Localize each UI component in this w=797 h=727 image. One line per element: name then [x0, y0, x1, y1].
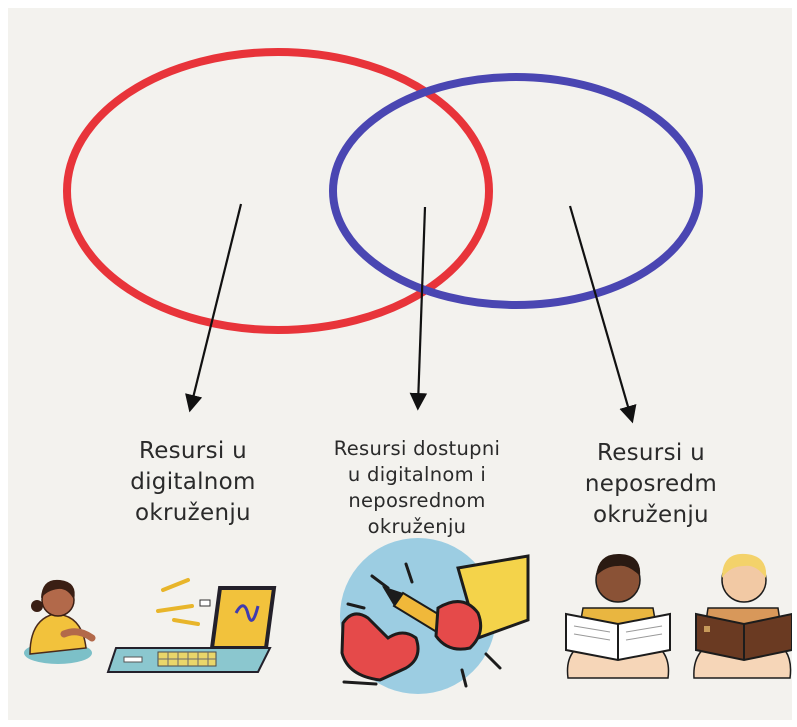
digital-environment-circle [63, 48, 493, 334]
label-digital-line-2: digitalnom [130, 469, 256, 495]
label-direct-line-1: Resursi u [596, 440, 706, 466]
arrow-left [185, 203, 243, 413]
label-direct-line-3: okruženju [593, 502, 709, 528]
label-direct-resources: Resursi u neposredm okruženju [556, 438, 746, 531]
child-with-laptop-illustration [24, 578, 277, 673]
label-shared-resources: Resursi dostupni u digitalnom i neposred… [292, 436, 542, 540]
hand-with-pencil-illustration [340, 538, 530, 694]
direct-environment-circle [329, 73, 703, 309]
arrows [185, 203, 637, 424]
label-digital-line-1: Resursi u [138, 438, 248, 464]
children-reading-books-illustration [565, 553, 792, 679]
arrow-right [568, 205, 637, 424]
label-shared-line-1: Resursi dostupni [333, 437, 501, 460]
label-shared-line-3: neposrednom [348, 489, 486, 512]
arrow-middle [409, 206, 428, 411]
label-shared-line-4: okruženju [367, 515, 467, 538]
venn-diagram [24, 48, 792, 694]
label-digital-resources: Resursi u digitalnom okruženju [88, 436, 298, 529]
label-direct-line-2: neposredm [584, 471, 718, 497]
diagram-canvas: Resursi u digitalnom okruženju Resursi d… [8, 8, 792, 720]
label-digital-line-3: okruženju [135, 500, 251, 526]
label-shared-line-2: u digitalnom i [347, 463, 487, 486]
